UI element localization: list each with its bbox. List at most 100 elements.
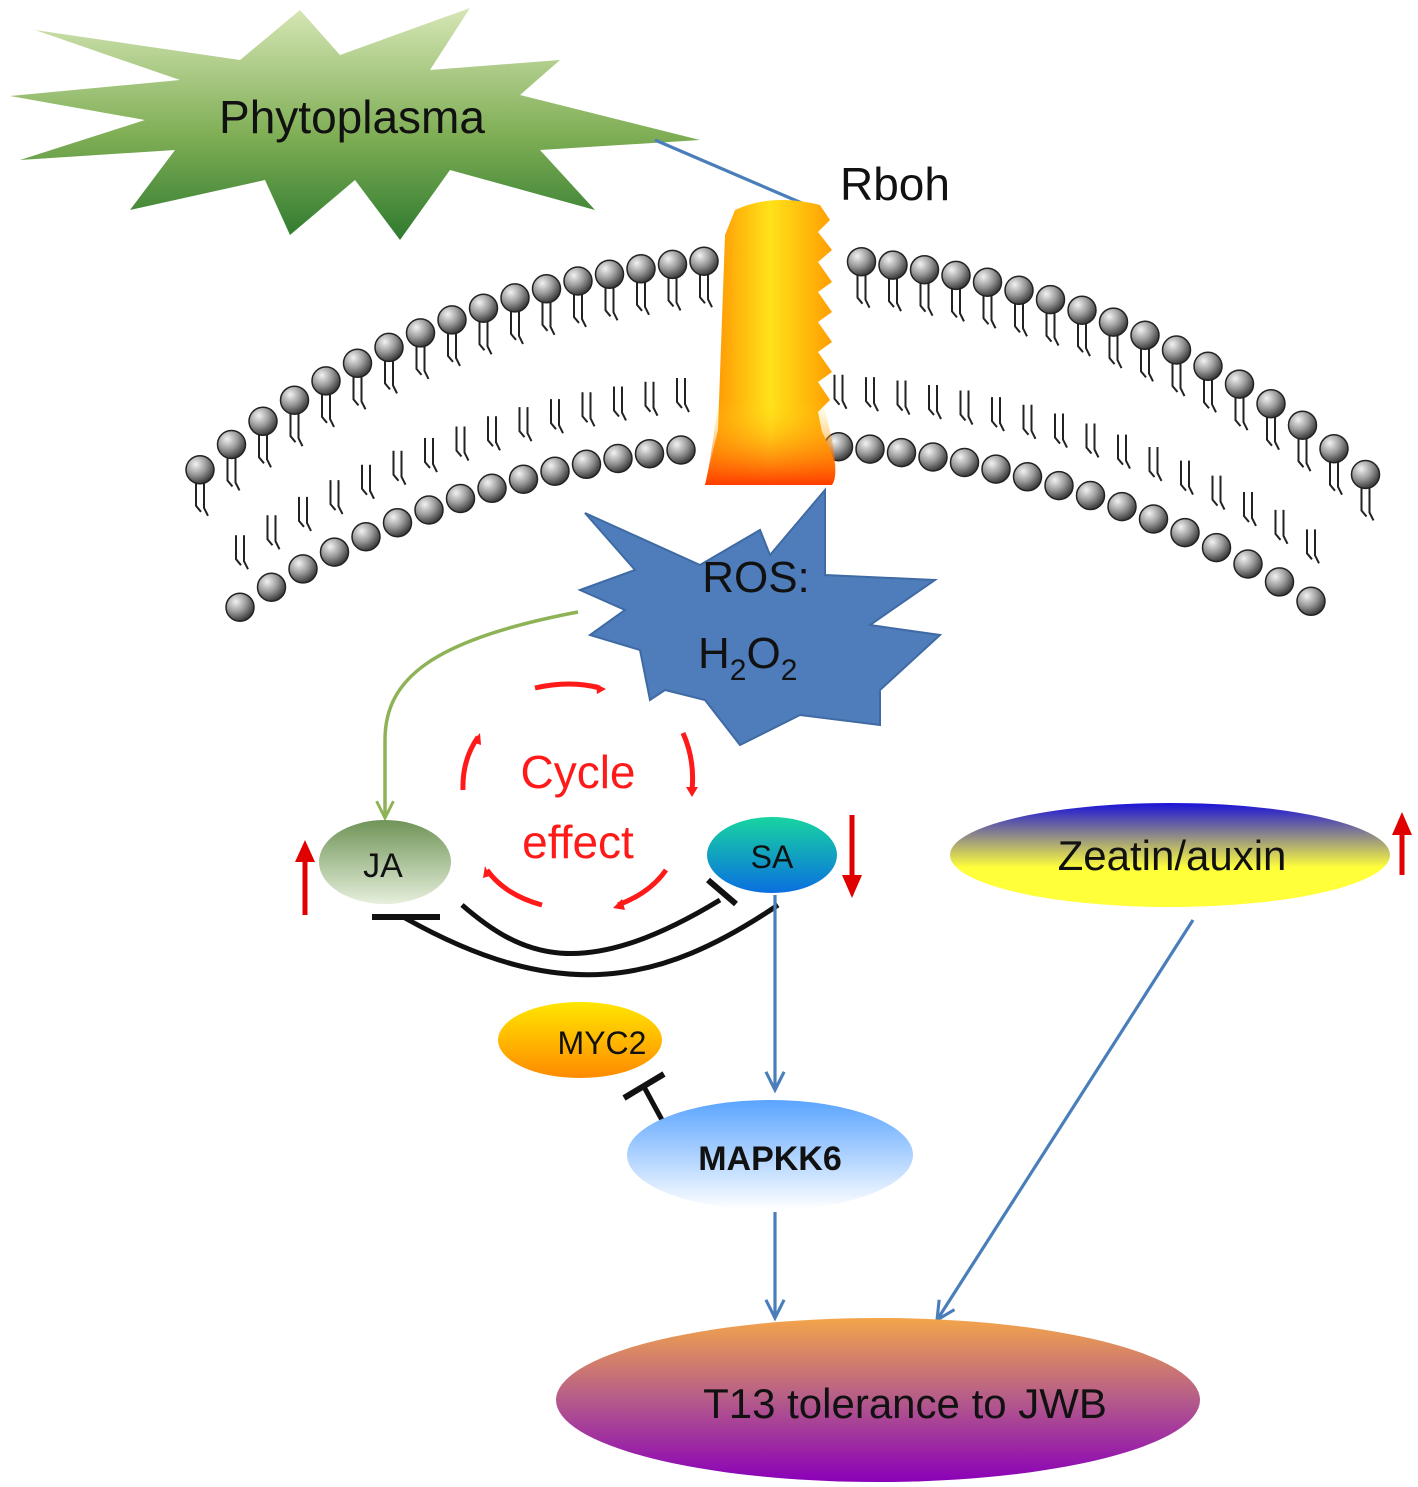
lipid-tail [636, 280, 650, 316]
sa-node: SA [707, 817, 837, 893]
lipid-tail [833, 374, 848, 410]
lipid-tail [991, 397, 1005, 432]
lipid-head [878, 250, 908, 280]
phytoplasma-label: Phytoplasma [219, 91, 485, 143]
lipid-head [1012, 462, 1043, 492]
lipid-tail [959, 390, 974, 425]
lipid-head [225, 592, 255, 622]
lipid-tail [447, 331, 461, 367]
lipid-head [1296, 586, 1326, 617]
lipid-tail [1085, 423, 1100, 458]
lipid-head [1130, 320, 1160, 351]
cycle-effect-label-line1: Cycle [520, 746, 635, 798]
lipid-head [886, 437, 917, 468]
lipid-head [342, 348, 373, 379]
lipid-tail [321, 392, 335, 428]
lipid-head [1201, 532, 1232, 563]
lipid-tail [1360, 486, 1375, 521]
ja-sa-mutual-inhibition [372, 877, 780, 978]
lipid-head [445, 483, 476, 514]
lipid-tail [1211, 475, 1226, 511]
lipid-head [941, 260, 971, 291]
lipid-head [918, 442, 948, 472]
lipid-head [437, 305, 467, 335]
zeatin-auxin-to-tolerance-arrow [935, 919, 1195, 1323]
lipid-head [689, 246, 719, 276]
ja-node: JA [319, 820, 451, 904]
lipid-head [1075, 480, 1106, 511]
lipid-head [1233, 549, 1263, 579]
lipid-tail [1140, 347, 1154, 382]
lipid-head [1256, 388, 1286, 419]
lipid-tail [352, 375, 367, 410]
lipid-head [1193, 351, 1223, 382]
lipid-tail [1148, 446, 1163, 482]
lipid-tail [541, 300, 556, 336]
lipid-head [1107, 491, 1137, 522]
lipid-head [477, 473, 507, 504]
t13-tolerance-node: T13 tolerance to JWB [556, 1318, 1200, 1482]
lipid-tail [1243, 491, 1257, 527]
lipid-tail [510, 309, 524, 345]
lipid-head [1067, 295, 1097, 325]
lipid-tail [644, 381, 659, 417]
sa-label: SA [751, 839, 794, 875]
lipid-tail [1274, 509, 1289, 545]
lipid-head [185, 455, 215, 485]
lipid-tail [1329, 460, 1343, 496]
lipid-head [1170, 517, 1200, 548]
zeatin-auxin-up-arrow-icon [1392, 812, 1412, 875]
myc2-node: MYC2 [498, 1002, 662, 1078]
lipid-tail [928, 385, 942, 420]
lipid-tail [1054, 413, 1068, 449]
lipid-tail [1266, 415, 1280, 451]
ros-to-ja-arrow [375, 610, 579, 822]
lipid-tail [676, 378, 690, 413]
lipid-tail [1108, 334, 1123, 369]
lipid-tail [384, 359, 398, 394]
lipid-head [1098, 307, 1129, 337]
lipid-tail [266, 515, 281, 550]
lipid-tail [1297, 437, 1312, 472]
lipid-head [657, 249, 688, 280]
lipid-tail [1180, 460, 1194, 496]
rboh-channel [705, 200, 836, 485]
lipid-head [288, 554, 318, 584]
lipid-tail [856, 273, 871, 309]
ja-label: JA [363, 847, 403, 885]
lipid-tail [951, 287, 965, 322]
lipid-head [216, 429, 247, 460]
lipid-head [1044, 470, 1074, 501]
lipid-tail [1014, 302, 1028, 337]
lipid-head [1224, 369, 1255, 399]
lipid-head [949, 447, 980, 478]
lipid-tail [289, 412, 304, 447]
lipid-tail [258, 433, 272, 468]
lipid-head [909, 254, 940, 285]
lipid-tail [226, 456, 241, 491]
lipid-tail [487, 416, 501, 451]
lipid-head [540, 456, 570, 486]
ros-label: ROS: [702, 553, 810, 602]
lipid-head [1161, 335, 1192, 365]
lipid-tail [919, 281, 934, 317]
lipid-tail [581, 392, 596, 427]
lipid-tail [667, 276, 682, 311]
lipid-head [1319, 433, 1349, 464]
lipid-head [855, 434, 885, 464]
zeatin-auxin-node: Zeatin/auxin [950, 803, 1390, 907]
lipid-tail [392, 450, 407, 486]
zeatin-auxin-label: Zeatin/auxin [1058, 832, 1287, 879]
lipid-tail [1234, 396, 1249, 431]
ja-up-arrow-icon [295, 840, 315, 915]
tolerance-label: T13 tolerance to JWB [703, 1380, 1107, 1427]
lipid-tail [1077, 322, 1091, 357]
lipid-head [500, 283, 530, 313]
lipid-head [374, 332, 404, 363]
lipid-tail [478, 320, 493, 355]
lipid-tail [1171, 362, 1186, 397]
lipid-head [634, 438, 665, 469]
rboh-label: Rboh [840, 158, 950, 210]
lipid-head [468, 293, 499, 323]
